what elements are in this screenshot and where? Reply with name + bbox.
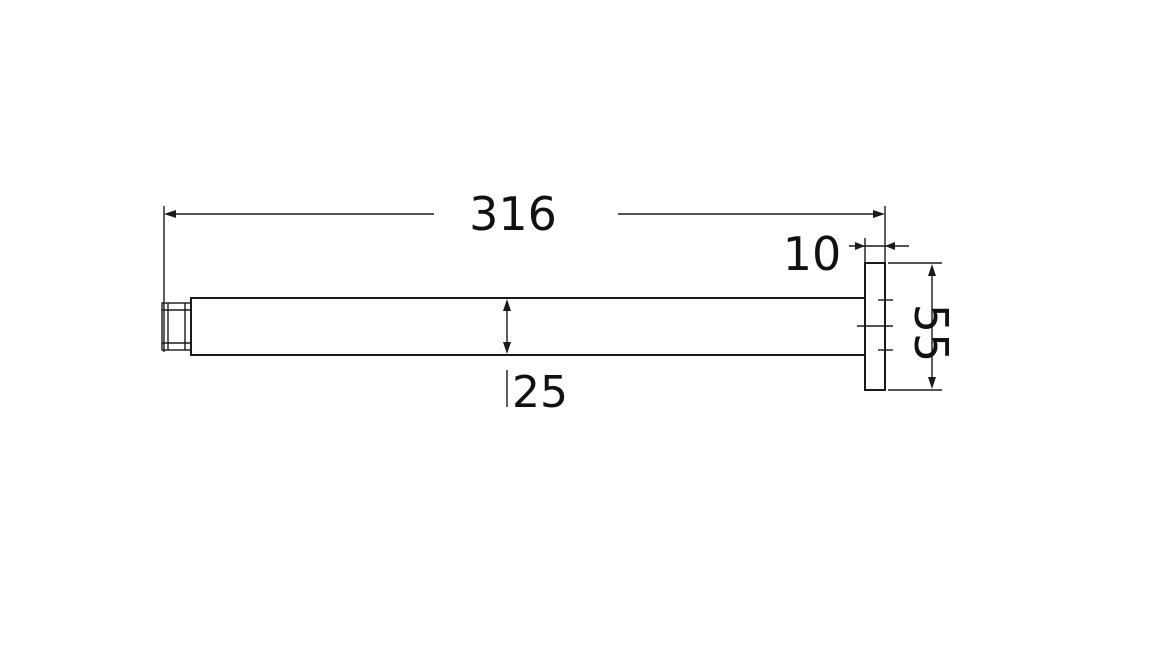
arm-tube — [190, 297, 866, 356]
shower-arm — [161, 297, 866, 356]
threaded-end — [161, 302, 192, 351]
dimension-arm-diameter-label: 25 — [512, 367, 568, 418]
wall-plate — [857, 262, 893, 391]
dimension-length: 316 — [163, 187, 886, 352]
dimension-arm-diameter: 25 — [503, 299, 568, 418]
dimension-plate-height-label: 55 — [904, 304, 958, 363]
dimension-plate-thickness: 10 — [783, 227, 909, 281]
dimension-length-label: 316 — [469, 187, 557, 241]
dimension-plate-thickness-label: 10 — [783, 227, 842, 281]
dimension-plate-height: 55 — [888, 262, 958, 391]
